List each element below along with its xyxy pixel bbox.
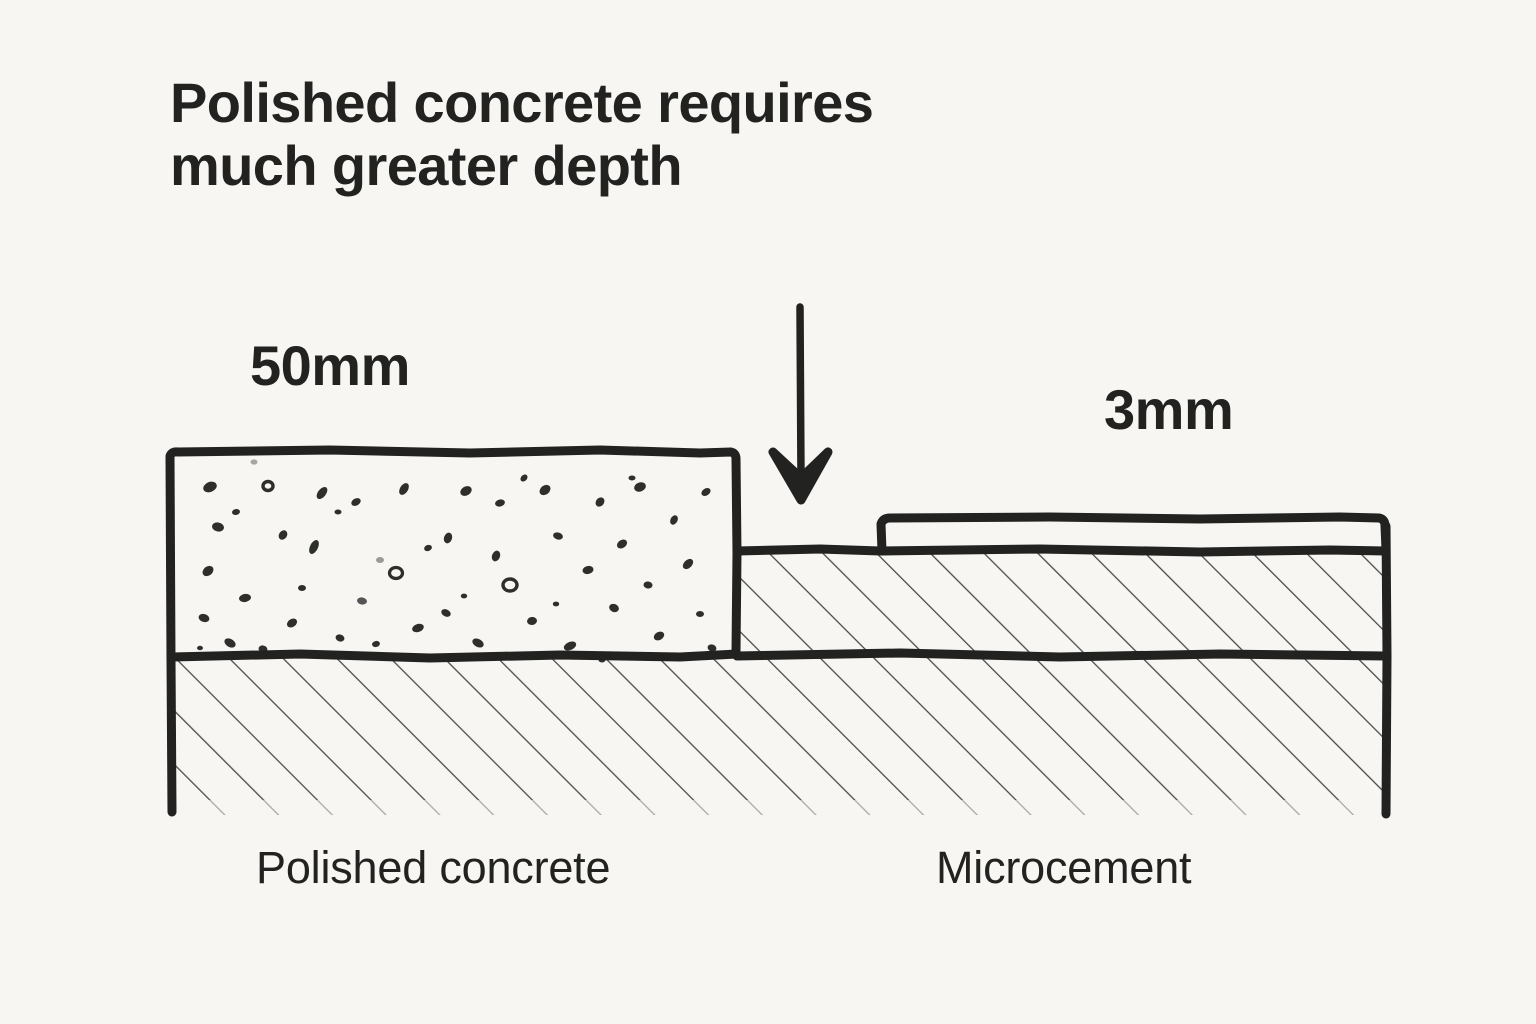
label-microcement-thickness: 3mm bbox=[1104, 378, 1234, 441]
concrete-slab-outline bbox=[165, 445, 742, 817]
substrate-step-top bbox=[732, 544, 885, 556]
slab-bottom-edge bbox=[167, 649, 742, 663]
concrete-speckle-texture bbox=[197, 459, 717, 663]
substrate-right-edge bbox=[1381, 521, 1392, 819]
title-line-1: Polished concrete requires bbox=[170, 71, 874, 134]
diagram-outlines bbox=[165, 445, 1392, 819]
substrate-upper-hatch bbox=[737, 552, 1384, 653]
substrate-base-hatch bbox=[168, 657, 1390, 826]
caption-microcement: Microcement bbox=[936, 842, 1192, 893]
label-polished-concrete-thickness: 50mm bbox=[250, 334, 410, 397]
microcement-bottom-edge bbox=[877, 544, 1391, 557]
substrate-divider-line bbox=[732, 648, 1391, 662]
down-arrow-icon bbox=[768, 303, 833, 505]
caption-polished-concrete: Polished concrete bbox=[256, 842, 611, 893]
title-line-2: much greater depth bbox=[170, 133, 683, 197]
